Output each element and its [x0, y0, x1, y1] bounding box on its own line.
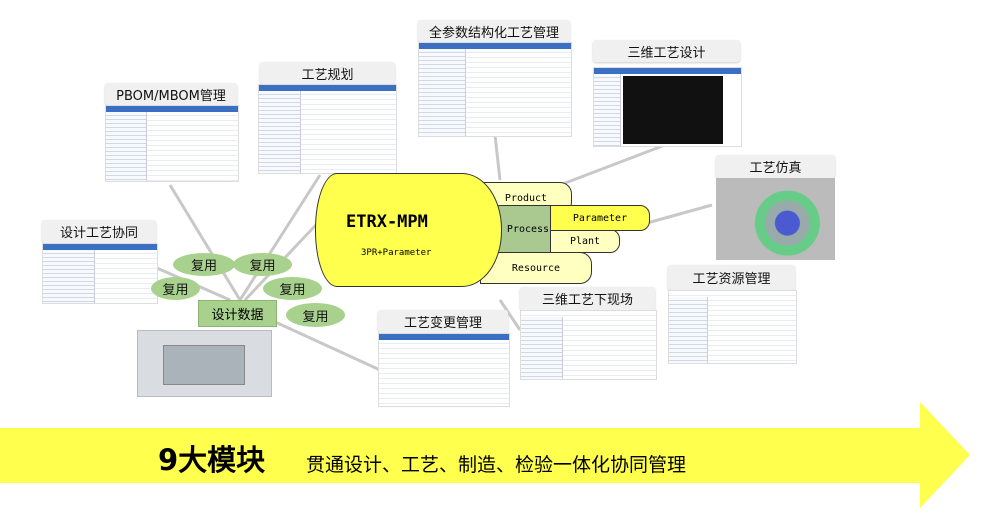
reuse-bubble: 复用	[173, 253, 235, 276]
module-planning-label: 工艺规划	[260, 62, 395, 84]
shopfloor-screenshot	[520, 310, 657, 380]
simulation-image	[716, 178, 835, 260]
pbom-screenshot	[105, 105, 239, 182]
collab-screenshot	[42, 243, 158, 304]
design-data-box: 设计数据	[198, 300, 277, 327]
reuse-bubble: 复用	[263, 277, 322, 300]
change-screenshot	[378, 333, 510, 407]
module-shopfloor-label: 三维工艺下现场	[520, 287, 655, 310]
resource-cylinder: Resource	[480, 252, 592, 284]
design3d-screenshot	[593, 67, 742, 147]
structured-screenshot	[418, 42, 572, 137]
banner-arrow	[0, 402, 970, 508]
module-structured-label: 全参数结构化工艺管理	[418, 20, 570, 42]
cylinder-title: ETRX-MPM	[346, 212, 428, 232]
plant-cylinder: Plant	[550, 229, 620, 253]
banner-text: 贯通设计、工艺、制造、检验一体化协同管理	[306, 454, 687, 476]
resource-screenshot	[668, 290, 797, 364]
planning-screenshot	[258, 84, 397, 174]
module-simulation-label: 工艺仿真	[716, 155, 835, 178]
reuse-bubble: 复用	[151, 277, 200, 300]
reuse-bubble: 复用	[286, 303, 345, 327]
module-change-label: 工艺变更管理	[378, 310, 508, 333]
module-resource-label: 工艺资源管理	[668, 265, 795, 290]
cylinder-subtitle: 3PR+Parameter	[361, 248, 432, 258]
parameter-cylinder: Parameter	[550, 205, 650, 231]
reuse-bubble: 复用	[233, 253, 292, 276]
main-cylinder: ETRX-MPM 3PR+Parameter	[315, 173, 502, 287]
design-drawing-image	[137, 330, 272, 397]
module-design3d-label: 三维工艺设计	[593, 40, 740, 62]
module-pbom-label: PBOM/MBOM管理	[105, 83, 237, 105]
module-collab-label: 设计工艺协同	[42, 220, 156, 243]
banner-title: 9大模块	[158, 443, 266, 477]
